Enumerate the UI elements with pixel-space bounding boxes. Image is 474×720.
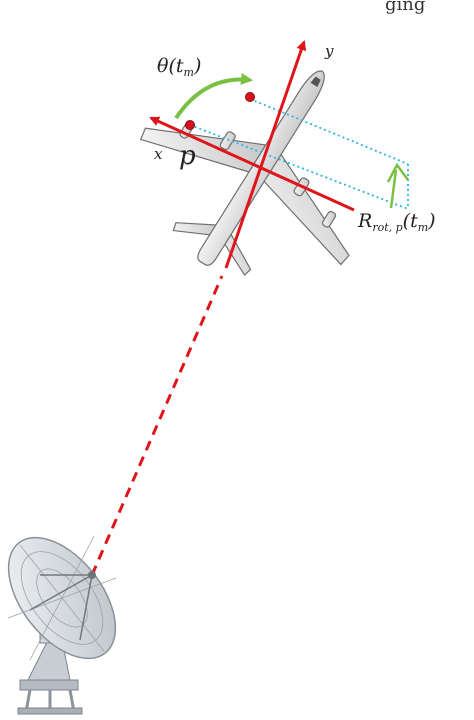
- y-axis: [224, 40, 307, 269]
- range-arg-subscript: m: [417, 221, 429, 234]
- x-axis: [149, 116, 355, 212]
- line-of-sight: [90, 275, 224, 576]
- rotation-angle-label: θ(tm): [157, 55, 201, 79]
- projection-lines: [189, 98, 409, 210]
- range-arg: (t: [402, 210, 418, 232]
- scatter-point-p: [185, 120, 195, 130]
- cropped-header-text: ging: [385, 0, 426, 15]
- range-main: R: [358, 210, 373, 232]
- y-axis-label: y: [325, 42, 334, 60]
- theta-close: ): [193, 55, 202, 77]
- x-axis-label: x: [154, 145, 163, 163]
- range-arrow: [389, 169, 398, 209]
- radar-dish-icon: [7, 535, 117, 715]
- range-arrow-head: [386, 162, 410, 183]
- range-subscript: rot, p: [372, 221, 403, 234]
- theta-subscript: m: [183, 66, 194, 79]
- rotation-arrow: [174, 73, 253, 120]
- range-close: ): [428, 210, 436, 232]
- range-label: Rrot, p(tm): [358, 210, 436, 234]
- theta-main: θ(t: [157, 55, 184, 77]
- point-label: p: [179, 141, 196, 171]
- scatter-point-rotated: [245, 92, 255, 102]
